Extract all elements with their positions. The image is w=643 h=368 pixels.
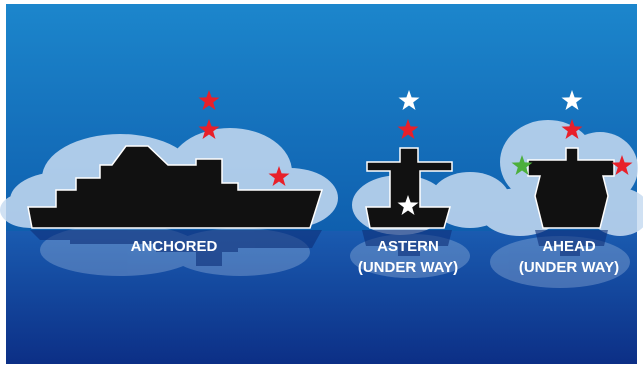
astern-caption-line-1: ASTERN [377,238,439,255]
ahead-ship [528,148,614,228]
ahead-caption-line-1: AHEAD [542,238,596,255]
anchored-caption: ANCHORED [131,238,218,255]
ahead-caption-line-2: (UNDER WAY) [519,259,619,276]
astern-caption-line-2: (UNDER WAY) [358,259,458,276]
